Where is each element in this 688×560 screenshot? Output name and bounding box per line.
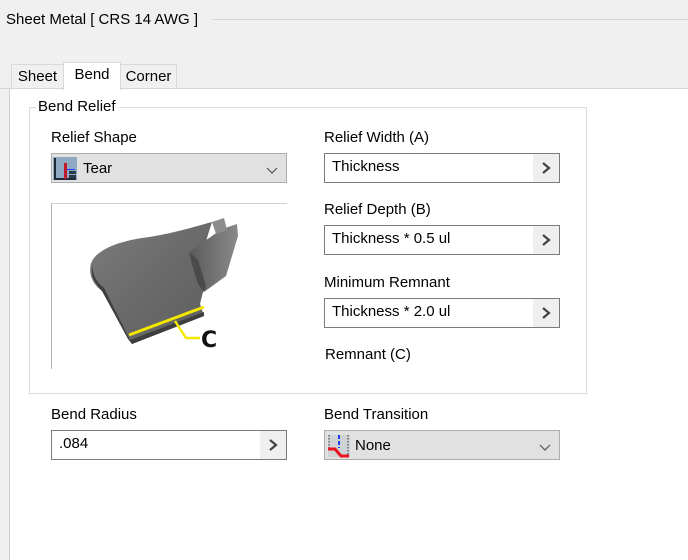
chevron-right-icon xyxy=(542,234,551,246)
chevron-down-icon xyxy=(266,162,278,179)
tab-label: Bend xyxy=(74,66,110,83)
bend-radius-value: .084 xyxy=(59,435,89,452)
minimum-remnant-field[interactable]: Thickness * 2.0 ul xyxy=(324,298,560,328)
relief-shape-label: Relief Shape xyxy=(51,129,137,146)
minimum-remnant-expand-button[interactable] xyxy=(533,299,559,327)
chevron-right-icon xyxy=(542,307,551,319)
bend-radius-expand-button[interactable] xyxy=(260,431,286,459)
tab-sheet[interactable]: Sheet xyxy=(11,64,64,88)
minimum-remnant-value: Thickness * 2.0 ul xyxy=(332,303,451,320)
relief-depth-expand-button[interactable] xyxy=(533,226,559,254)
sheet-metal-bend-illustration: C xyxy=(90,218,238,353)
relief-width-value: Thickness xyxy=(332,158,400,175)
tab-label: Sheet xyxy=(17,68,58,85)
relief-depth-label: Relief Depth (B) xyxy=(324,201,431,218)
tab-bend[interactable]: Bend xyxy=(63,62,121,90)
bend-relief-group xyxy=(29,107,587,394)
tear-relief-icon xyxy=(53,157,79,181)
bend-transition-label: Bend Transition xyxy=(324,406,429,423)
chevron-down-icon xyxy=(539,439,551,456)
header: Sheet Metal [ CRS 14 AWG ] xyxy=(0,0,688,40)
relief-width-expand-button[interactable] xyxy=(533,154,559,182)
relief-width-field[interactable]: Thickness xyxy=(324,153,560,183)
relief-shape-value: Tear xyxy=(83,160,113,177)
bend-radius-field[interactable]: .084 xyxy=(51,430,287,460)
bend-relief-preview-image: C xyxy=(51,203,287,369)
relief-shape-dropdown[interactable]: Tear xyxy=(51,153,287,183)
chevron-right-icon xyxy=(542,162,551,174)
remnant-c-label: Remnant (C) xyxy=(325,346,411,363)
bend-relief-group-label: Bend Relief xyxy=(36,98,119,115)
bend-radius-label: Bend Radius xyxy=(51,406,137,423)
chevron-right-icon xyxy=(269,439,278,451)
relief-depth-field[interactable]: Thickness * 0.5 ul xyxy=(324,225,560,255)
tab-label: Corner xyxy=(125,68,172,85)
minimum-remnant-label: Minimum Remnant xyxy=(324,274,450,291)
relief-depth-value: Thickness * 0.5 ul xyxy=(332,230,451,247)
callout-letter-c: C xyxy=(201,328,217,353)
bend-transition-value: None xyxy=(355,437,391,454)
bend-transition-dropdown[interactable]: None xyxy=(324,430,560,460)
relief-width-label: Relief Width (A) xyxy=(324,129,430,146)
title-divider xyxy=(212,19,688,20)
tab-corner[interactable]: Corner xyxy=(120,64,177,88)
page-title: Sheet Metal [ CRS 14 AWG ] xyxy=(6,11,199,28)
bend-transition-none-icon xyxy=(326,434,352,458)
